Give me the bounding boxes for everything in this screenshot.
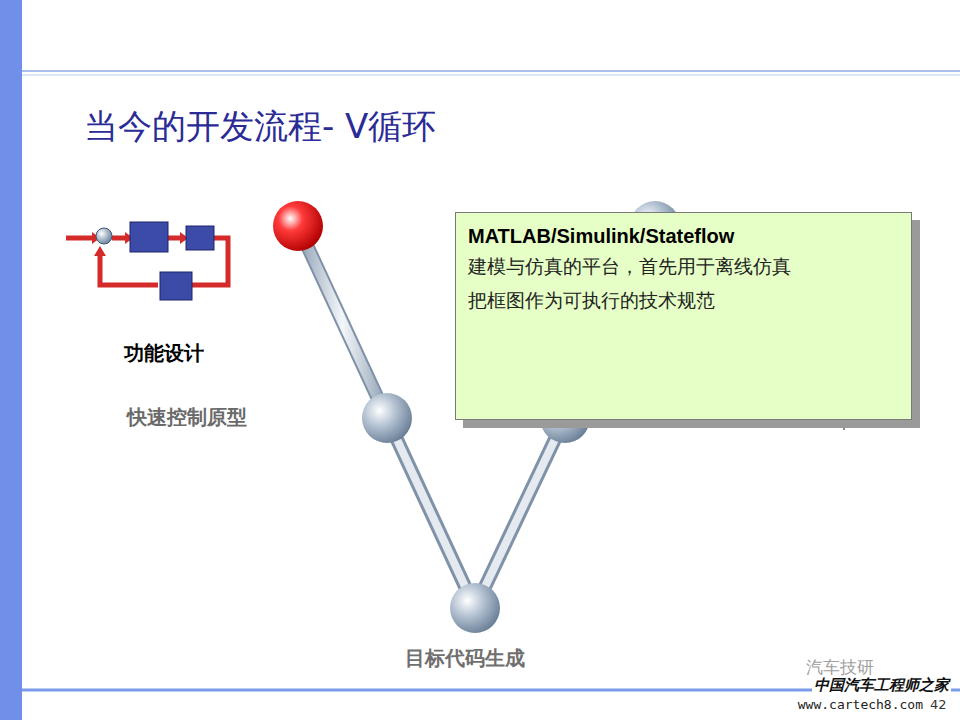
watermark: 中国汽车工程师之家 (812, 676, 951, 695)
stage-label: 功能设计 (124, 340, 204, 367)
stage-label: 目标代码生成 (405, 645, 525, 672)
side-bar (0, 0, 22, 720)
callout-text: 把框图作为可执行的技术规范 (468, 288, 899, 314)
stage-label: 快速控制原型 (127, 404, 247, 431)
watermark: www.cartech8.com (796, 697, 925, 712)
tick-mark (843, 420, 845, 430)
callout-text: 建模与仿真的平台，首先用于离线仿真 (468, 254, 899, 280)
block-diagram-icon (66, 222, 228, 300)
callout-heading: MATLAB/Simulink/Stateflow (468, 225, 899, 248)
callout-box: MATLAB/Simulink/Stateflow 建模与仿真的平台，首先用于离线… (455, 212, 912, 420)
top-rule (22, 70, 960, 72)
slide-title: 当今的开发流程- V循环 (84, 104, 436, 150)
top-rule (22, 75, 960, 76)
page-number: 42 (928, 697, 949, 712)
